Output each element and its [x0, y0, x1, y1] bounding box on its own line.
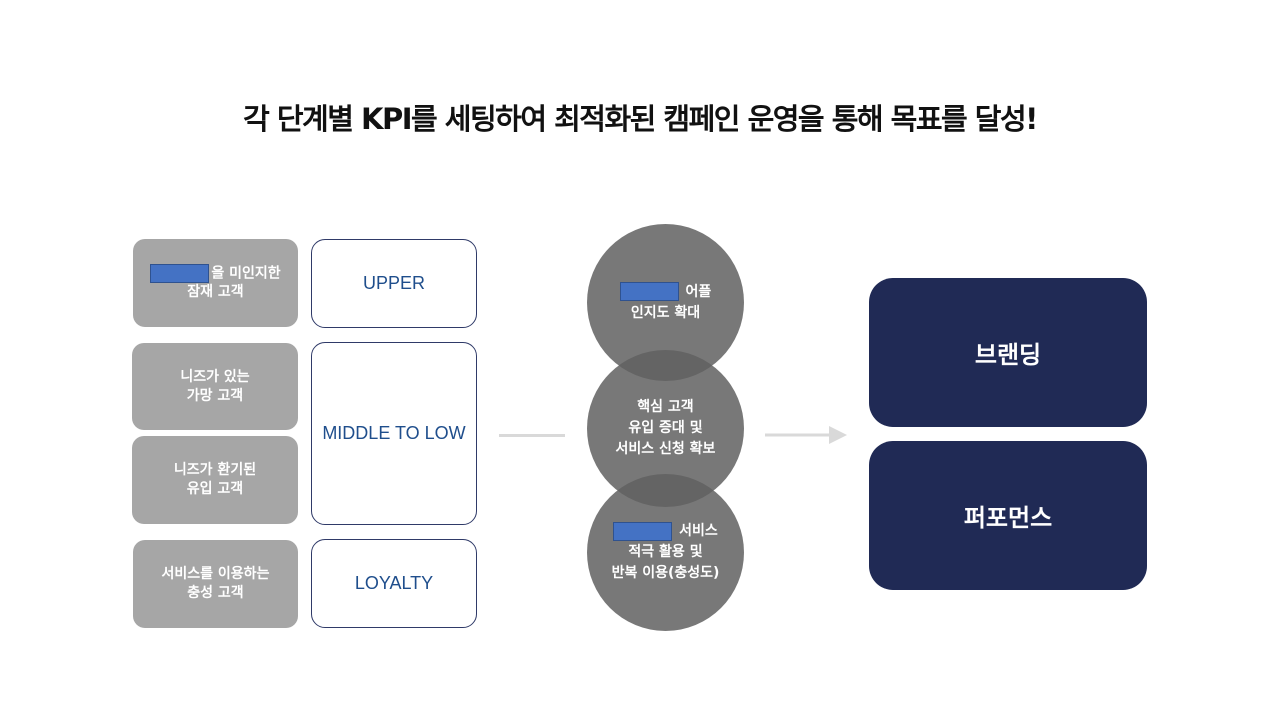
segment-box-potential: 을 미인지한 잠재 고객 — [133, 239, 298, 327]
goal-text-line3: 반복 이용(충성도) — [611, 565, 720, 581]
goal-text-line3: 서비스 신청 확보 — [615, 441, 716, 457]
segment-text-line1: 니즈가 있는 — [180, 368, 250, 385]
outcome-box-branding: 브랜딩 — [869, 278, 1147, 427]
segment-text-line2: 가망 고객 — [186, 387, 244, 404]
arrow-right-icon — [765, 426, 847, 444]
slide-title: 각 단계별 KPI를 세팅하여 최적화된 캠페인 운영을 통해 목표를 달성! — [243, 102, 1038, 136]
goal-text-line1: 핵심 고객 — [637, 399, 694, 415]
goal-text-line1: 어플 — [680, 283, 712, 300]
stage-box-upper: UPPER — [311, 239, 477, 328]
goal-text-line1: 서비스 — [674, 523, 718, 539]
redaction-block — [619, 282, 679, 301]
segment-box-loyal: 서비스를 이용하는 충성 고객 — [133, 540, 298, 628]
segment-text-line1: 서비스를 이용하는 — [161, 566, 270, 582]
stage-box-loyalty: LOYALTY — [311, 539, 477, 628]
goal-circle-retention: 서비스 적극 활용 및 반복 이용(충성도) — [587, 474, 744, 631]
redaction-block — [150, 263, 210, 283]
connector-line — [499, 434, 565, 437]
segment-text-line2: 잠재 고객 — [187, 284, 244, 301]
segment-text-line2: 유입 고객 — [186, 481, 244, 497]
goal-text-line2: 유입 증대 및 — [628, 420, 703, 436]
goal-text-line2: 인지도 확대 — [630, 304, 701, 321]
redaction-block — [613, 521, 673, 541]
segment-box-inflow: 니즈가 환기된 유입 고객 — [132, 436, 298, 524]
stage-box-middle-to-low: MIDDLE TO LOW — [311, 342, 477, 525]
goal-text-line2: 적극 활용 및 — [628, 544, 703, 560]
outcome-box-performance: 퍼포먼스 — [869, 441, 1147, 590]
segment-box-prospect: 니즈가 있는 가망 고객 — [132, 343, 298, 430]
segment-text-line1: 니즈가 환기된 — [173, 462, 257, 478]
segment-text-line1: 을 미인지한 — [211, 265, 281, 282]
segment-text-line2: 충성 고객 — [187, 585, 244, 601]
